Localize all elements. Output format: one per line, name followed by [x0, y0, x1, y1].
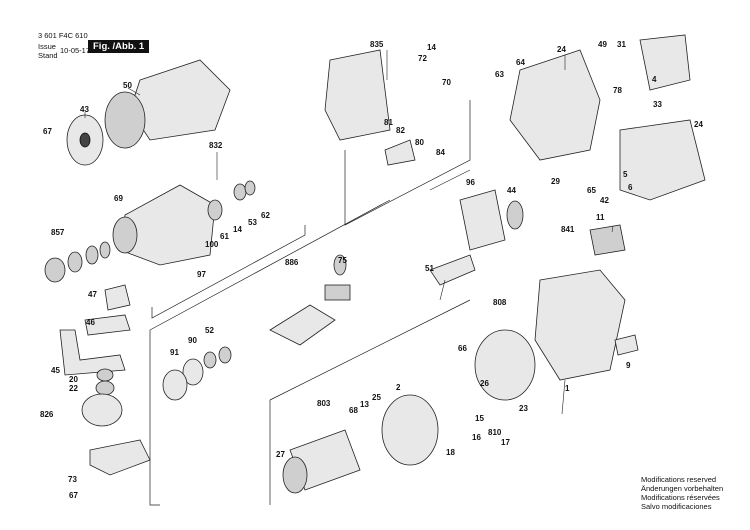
part-label: 13	[360, 400, 369, 409]
part-label: 18	[446, 448, 455, 457]
part-label: 808	[493, 298, 507, 307]
part-label: 62	[261, 211, 270, 220]
part-label: 100	[205, 240, 219, 249]
part-label: 14	[233, 225, 242, 234]
part-label: 82	[396, 126, 405, 135]
part-label: 15	[475, 414, 484, 423]
part-label: 46	[86, 318, 95, 327]
part-label: 24	[557, 45, 566, 54]
part-label: 25	[372, 393, 381, 402]
part-label: 50	[123, 81, 132, 90]
issue-label: Issue	[38, 42, 56, 51]
part-label: 73	[68, 475, 77, 484]
part-label: 826	[40, 410, 54, 419]
part-label: 61	[220, 232, 229, 241]
part-label: 14	[427, 43, 436, 52]
part-label: 84	[436, 148, 445, 157]
part-50-cover	[129, 59, 231, 141]
part-label: 4	[652, 75, 657, 84]
part-label: 47	[88, 290, 97, 299]
part-label: 17	[501, 438, 510, 447]
part-label: 886	[285, 258, 299, 267]
part-label: 2	[396, 383, 401, 392]
part-label: 33	[653, 100, 662, 109]
part-label: 51	[425, 264, 434, 273]
part-label: 835	[370, 40, 384, 49]
part-label: 5	[623, 170, 628, 179]
part-label: 24	[694, 120, 703, 129]
footer-note: Salvo modificaciones	[641, 502, 712, 511]
part-label: 26	[480, 379, 489, 388]
part-label: 81	[384, 118, 393, 127]
part-label: 65	[587, 186, 596, 195]
part-label: 53	[248, 218, 257, 227]
part-label: 841	[561, 225, 575, 234]
part-label: 31	[617, 40, 626, 49]
figure-label: Fig. /Abb. 1	[88, 40, 150, 53]
part-label: 72	[418, 54, 427, 63]
part-label: 22	[69, 384, 78, 393]
part-label: 1	[565, 384, 570, 393]
part-label: 810	[488, 428, 502, 437]
part-label: 43	[80, 105, 89, 114]
part-label: 803	[317, 399, 331, 408]
part-label: 29	[551, 177, 560, 186]
part-label: 70	[442, 78, 451, 87]
part-label: 857	[51, 228, 65, 237]
part-label: 75	[338, 256, 347, 265]
issue-date: 10-05-17	[60, 46, 91, 55]
part-label: 67	[43, 127, 52, 136]
part-label: 832	[209, 141, 223, 150]
part-label: 97	[197, 270, 206, 279]
part-label: 42	[600, 196, 609, 205]
part-label: 63	[495, 70, 504, 79]
part-label: 67	[69, 491, 78, 500]
footer-note: Änderungen vorbehalten	[641, 484, 724, 493]
part-label: 69	[114, 194, 123, 203]
part-label: 96	[466, 178, 475, 187]
part-label: 11	[596, 213, 605, 222]
part-label: 49	[598, 40, 607, 49]
part-label: 91	[170, 348, 179, 357]
part-label: 20	[69, 375, 78, 384]
part-label: 78	[613, 86, 622, 95]
part-label: 23	[519, 404, 528, 413]
stand-label: Stand	[38, 51, 58, 60]
part-label: 64	[516, 58, 525, 67]
part-label: 45	[51, 366, 60, 375]
part-label: 68	[349, 406, 358, 415]
part-label: 80	[415, 138, 424, 147]
part-label: 52	[205, 326, 214, 335]
part-label: 6	[628, 183, 633, 192]
footer-note: Modifications reserved	[641, 475, 717, 484]
part-number: 3 601 F4C 610	[38, 31, 88, 40]
part-label: 44	[507, 186, 516, 195]
part-label: 90	[188, 336, 197, 345]
part-label: 16	[472, 433, 481, 442]
part-label: 27	[276, 450, 285, 459]
part-label: 9	[626, 361, 631, 370]
footer-note: Modifications réservées	[641, 493, 720, 502]
part-label: 66	[458, 344, 467, 353]
